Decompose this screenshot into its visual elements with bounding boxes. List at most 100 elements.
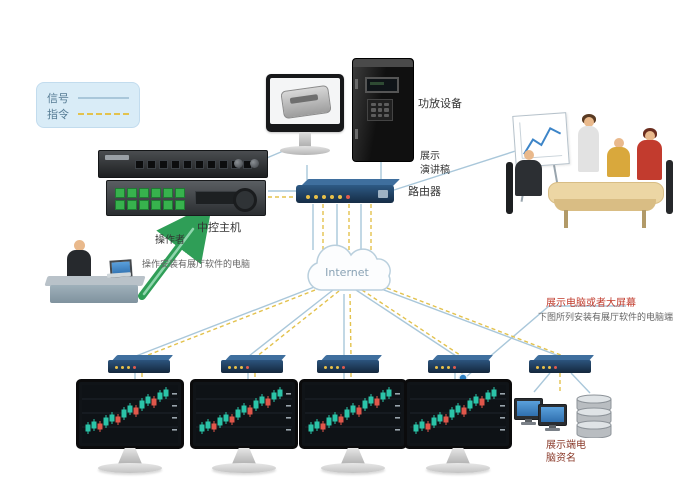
router-body <box>296 185 394 203</box>
legend: 信号 指令 <box>36 82 140 128</box>
label-speech-script: 演讲稿 <box>420 165 450 176</box>
label-internet: Internet <box>325 266 369 279</box>
switch-3 <box>317 355 383 373</box>
chair <box>666 160 673 214</box>
terminal-cluster: 展示端电脑资名 <box>512 390 622 468</box>
monitor-neck <box>118 448 142 464</box>
label-operator: 操作者 <box>155 235 185 246</box>
person-standing-body <box>578 126 599 172</box>
onscreen-device <box>280 84 332 120</box>
command-line-sample <box>78 113 129 115</box>
imac-neck <box>299 132 311 147</box>
legend-command-label: 指令 <box>47 108 69 121</box>
monitor-neck <box>446 448 470 464</box>
switch-1 <box>108 355 174 373</box>
rack-unit-2 <box>106 180 266 216</box>
amp-top <box>353 59 413 67</box>
imac-glass <box>270 78 340 124</box>
amp-hinge <box>355 79 358 89</box>
candlestick-chart <box>82 385 178 443</box>
monitor-base <box>98 463 162 473</box>
label-central-host: 中控主机 <box>197 221 241 234</box>
operator-figure <box>44 238 170 310</box>
switch-port-leds <box>435 366 456 369</box>
display-monitor-2 <box>190 379 298 479</box>
legend-signal-row: 信号 <box>47 90 129 106</box>
candlestick-chart <box>196 385 292 443</box>
monitor-base <box>321 463 385 473</box>
rack-knob <box>250 159 259 168</box>
switch-port-leds <box>228 366 249 369</box>
imac-base <box>280 146 330 155</box>
desktop-computer <box>266 74 344 166</box>
label-presentation: 展示 <box>420 151 440 162</box>
label-display-note: 下图所列安装有展厅软件的电脑端 <box>538 313 674 323</box>
legend-signal-label: 信号 <box>47 92 69 105</box>
switch-5 <box>529 355 595 373</box>
switch-2 <box>221 355 287 373</box>
person-yellow-head <box>614 138 624 148</box>
switch-4 <box>428 355 494 373</box>
green-arrow <box>138 202 213 300</box>
router-badge <box>378 190 388 198</box>
switch-port-leds <box>536 366 557 369</box>
imac-screen <box>266 74 344 132</box>
central-control-host <box>96 150 268 218</box>
monitor-screen <box>76 379 184 449</box>
desk-front <box>50 285 138 303</box>
amplifier-cabinet <box>352 58 414 162</box>
person-red-head <box>645 131 655 141</box>
meeting-group <box>494 104 686 238</box>
label-router: 路由器 <box>408 185 441 198</box>
internet-cloud: Internet <box>291 244 399 300</box>
board-chart-line <box>523 126 562 155</box>
terminal-monitor <box>514 398 543 425</box>
display-monitor-4 <box>404 379 512 479</box>
rack-fan <box>233 188 257 212</box>
label-operator-note: 操作安装有展厅软件的电脑 <box>142 260 251 270</box>
display-monitor-3 <box>299 379 407 479</box>
table-leg <box>564 210 568 228</box>
router-device <box>296 179 400 205</box>
monitor-screen <box>299 379 407 449</box>
person-red-body <box>637 140 662 180</box>
operator-body <box>67 250 91 278</box>
switch-port-leds <box>324 366 345 369</box>
monitor-screen <box>404 379 512 449</box>
person-dark-body <box>515 160 542 196</box>
amp-display <box>365 77 399 93</box>
cloud-shape <box>307 244 391 291</box>
monitor-neck <box>341 448 365 464</box>
rack-brand-plate <box>105 155 129 160</box>
rack-unit-1 <box>98 150 268 178</box>
rack-green-ports <box>115 188 185 210</box>
table-leg <box>642 210 646 228</box>
label-amplifier: 功放设备 <box>418 97 462 110</box>
switch-port-leds <box>115 366 136 369</box>
amp-keypad <box>367 99 393 121</box>
candlestick-chart <box>305 385 401 443</box>
person-dark-head <box>524 150 534 160</box>
rack-knob <box>234 159 243 168</box>
person-yellow-body <box>607 147 630 177</box>
rack-display <box>195 191 237 205</box>
monitor-screen <box>190 379 298 449</box>
monitor-base <box>426 463 490 473</box>
signal-lines <box>134 146 626 394</box>
label-display-title: 展示电脑或者大屏幕 <box>546 298 636 309</box>
database-stack <box>576 394 612 438</box>
display-monitor-1 <box>76 379 184 479</box>
candlestick-chart <box>410 385 506 443</box>
signal-line-sample <box>78 97 129 99</box>
monitor-neck <box>232 448 256 464</box>
command-lines <box>141 196 567 394</box>
router-port-leds <box>306 195 350 199</box>
label-terminal-note: 展示端电脑资名 <box>546 440 586 464</box>
terminal-monitor <box>538 404 567 431</box>
operator-head <box>74 240 85 251</box>
legend-command-row: 指令 <box>47 106 129 122</box>
chair <box>506 162 513 214</box>
monitor-base <box>212 463 276 473</box>
amp-hinge <box>355 129 358 139</box>
